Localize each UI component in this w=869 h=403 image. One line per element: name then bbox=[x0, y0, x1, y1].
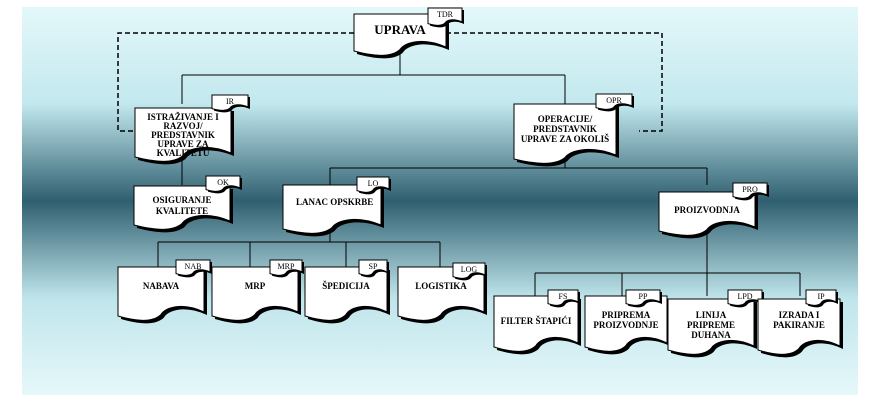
node-ok-label: OSIGURANJE bbox=[152, 195, 211, 205]
node-mrp-tag-box bbox=[269, 259, 303, 276]
node-lo-tag: LO bbox=[356, 176, 391, 195]
node-opr-label: OPERACIJE/ bbox=[538, 114, 593, 124]
node-ip-label: IZRADA I bbox=[779, 310, 820, 320]
node-uprava-tag: TDR bbox=[427, 7, 464, 28]
node-fs-tag: FS bbox=[547, 289, 580, 308]
node-ok-tag-text: OK bbox=[217, 178, 229, 187]
node-uprava-label: UPRAVA bbox=[374, 22, 426, 37]
node-nab-box bbox=[117, 266, 205, 321]
node-sp: ŠPEDICIJA SP bbox=[304, 259, 390, 324]
node-sp-tag: SP bbox=[358, 259, 389, 278]
node-uprava: UPRAVA TDR bbox=[353, 7, 464, 59]
node-ok-label: KVALITETE bbox=[156, 206, 208, 216]
node-ok-tag-box bbox=[205, 175, 241, 192]
node-uprava-box bbox=[353, 13, 447, 56]
node-fs-tag-box bbox=[547, 289, 579, 306]
dashed-link-left bbox=[117, 32, 354, 132]
node-ip-tag-text: IP bbox=[817, 292, 825, 301]
node-log-tag: LOG bbox=[452, 262, 487, 281]
node-lo-box bbox=[282, 184, 382, 234]
node-ir-label: PREDSTAVNIK bbox=[151, 130, 215, 140]
node-lpd-box bbox=[667, 298, 755, 355]
node-pp-tag-box bbox=[625, 289, 661, 306]
node-log-label: LOGISTIKA bbox=[415, 281, 467, 291]
node-pp-tag: PP bbox=[625, 289, 662, 308]
node-fs-label: FILTER ŠTAPIĆI bbox=[501, 316, 572, 326]
node-nab-label: NABAVA bbox=[143, 281, 180, 291]
node-fs: FILTER ŠTAPIĆI FS bbox=[493, 289, 581, 355]
node-lpd-tag-text: LPD bbox=[737, 292, 752, 301]
node-mrp: MRP MRP bbox=[211, 259, 304, 324]
node-ir-tag-box bbox=[211, 94, 249, 111]
node-log-tag-box bbox=[452, 262, 486, 279]
node-lo-tag-text: LO bbox=[368, 179, 379, 188]
node-pro-box bbox=[658, 191, 756, 236]
node-ip-tag-box bbox=[805, 289, 837, 306]
node-opr-label: PREDSTAVNIK bbox=[533, 124, 597, 134]
node-ok-tag: OK bbox=[205, 175, 242, 194]
node-opr-tag-box bbox=[595, 93, 633, 110]
node-lo: LANAC OPSKRBE LO bbox=[282, 176, 391, 237]
node-uprava-tag-box bbox=[427, 7, 463, 26]
node-lpd-label: DUHANA bbox=[691, 330, 731, 340]
node-lo-label: LANAC OPSKRBE bbox=[296, 197, 373, 207]
node-ir-label: ISTRAŽIVANJE I bbox=[147, 112, 219, 122]
node-fs-tag-text: FS bbox=[559, 292, 568, 301]
node-opr-box bbox=[513, 103, 617, 164]
node-sp-tag-text: SP bbox=[369, 262, 378, 271]
node-nab-tag-text: NAB bbox=[185, 262, 202, 271]
node-mrp-tag: MRP bbox=[269, 259, 304, 278]
node-sp-tag-box bbox=[358, 259, 388, 276]
node-pro-label: PROIZVODNJA bbox=[674, 205, 740, 215]
node-pro-tag-box bbox=[732, 182, 768, 199]
node-mrp-label: MRP bbox=[245, 281, 266, 291]
node-pp-label: PROIZVODNJE bbox=[593, 320, 658, 330]
node-opr-label: UPRAVE ZA OKOLIŠ bbox=[521, 134, 609, 144]
node-lpd-label: LINIJA bbox=[696, 310, 727, 320]
nodes: UPRAVA TDR ISTRAŽIVANJE IRAZVOJ/PREDSTAVNI… bbox=[117, 7, 843, 358]
node-pro: PROIZVODNJA PRO bbox=[658, 182, 769, 239]
node-ir-tag-text: IR bbox=[226, 97, 235, 106]
node-ir-label: KVALITETU bbox=[157, 148, 210, 158]
node-log: LOGISTIKA LOG bbox=[397, 262, 487, 324]
node-pro-tag: PRO bbox=[732, 182, 769, 201]
node-fs-box bbox=[493, 295, 579, 352]
node-ir-label: UPRAVE ZA bbox=[157, 139, 209, 149]
node-ir-box bbox=[134, 107, 232, 162]
node-lo-tag-box bbox=[356, 176, 390, 193]
node-mrp-box bbox=[211, 266, 299, 321]
node-mrp-tag-text: MRP bbox=[278, 262, 295, 271]
node-ir-label: RAZVOJ/ bbox=[163, 121, 203, 131]
node-opr-tag-text: OPR bbox=[606, 96, 622, 105]
node-ip-box bbox=[757, 298, 841, 355]
node-lpd-tag: LPD bbox=[727, 289, 764, 308]
node-pp-tag-text: PP bbox=[639, 292, 648, 301]
node-log-box bbox=[397, 266, 485, 321]
node-ir-tag: IR bbox=[211, 94, 250, 113]
node-opr-tag: OPR bbox=[595, 93, 634, 112]
node-pp-box bbox=[584, 295, 668, 352]
node-pro-tag-text: PRO bbox=[742, 185, 758, 194]
node-ip-tag: IP bbox=[805, 289, 838, 308]
node-sp-box bbox=[304, 266, 388, 321]
node-sp-label: ŠPEDICIJA bbox=[322, 281, 370, 291]
node-lpd-label: PRIPREME bbox=[687, 320, 735, 330]
connectors bbox=[117, 32, 801, 296]
node-log-tag-text: LOG bbox=[461, 265, 478, 274]
node-nab-tag-box bbox=[175, 259, 211, 276]
node-nab: NABAVA NAB bbox=[117, 259, 212, 324]
node-ip-label: PAKIRANJE bbox=[773, 320, 825, 330]
node-ok-box bbox=[133, 185, 231, 230]
node-nab-tag: NAB bbox=[175, 259, 212, 278]
dashed-link-right bbox=[446, 32, 663, 132]
node-pp-label: PRIPREMA bbox=[602, 310, 651, 320]
node-uprava-tag-text: TDR bbox=[437, 10, 454, 19]
